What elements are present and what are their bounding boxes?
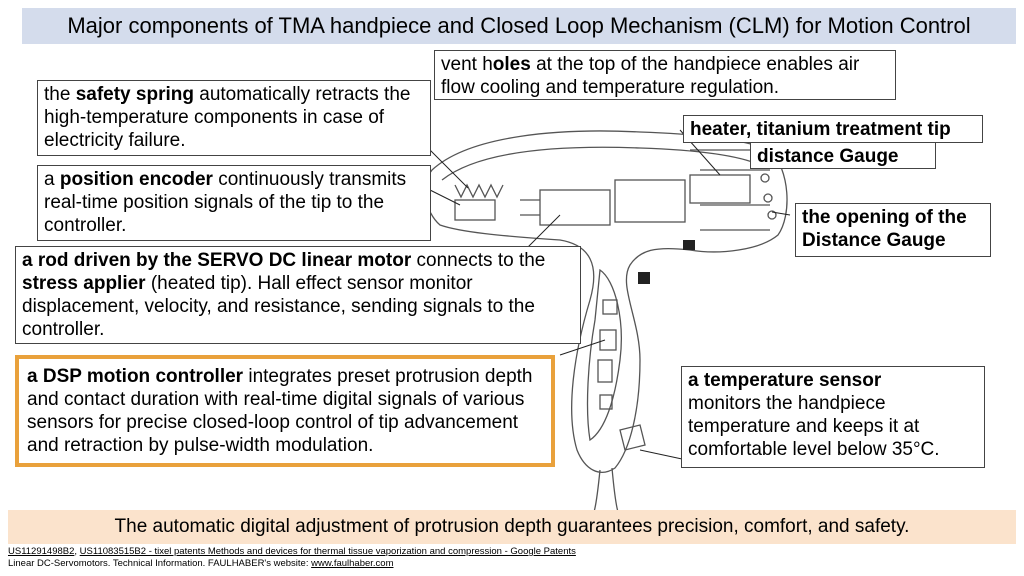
- encoder-text-bold: position encoder: [59, 169, 213, 190]
- safety-spring-callout: the safety spring automatically retracts…: [37, 80, 431, 156]
- patent-link-2[interactable]: US11083515B2 - tixel patents Methods and…: [79, 546, 576, 557]
- spring-text-bold: safety spring: [75, 84, 194, 105]
- vent-holes-callout: vent holes at the top of the handpiece e…: [434, 50, 896, 100]
- references-line-1: US11291498B2, US11083515B2 - tixel paten…: [8, 546, 576, 558]
- faulhaber-link[interactable]: www.faulhaber.com: [311, 558, 394, 569]
- temperature-sensor-callout: a temperature sensor monitors the handpi…: [681, 366, 985, 468]
- vent-text-a: vent h: [441, 54, 493, 75]
- references-line-2: Linear DC-Servomotors. Technical Informa…: [8, 558, 576, 570]
- patent-link-1[interactable]: US11291498B2: [8, 546, 75, 557]
- temp-text-bold: a temperature sensor: [688, 370, 882, 391]
- references: US11291498B2, US11083515B2 - tixel paten…: [8, 546, 576, 570]
- vent-text-b: at the top of the handpiece enables air …: [441, 54, 860, 98]
- rod-text-bold1: a rod driven by the SERVO DC linear moto…: [22, 250, 412, 271]
- summary-banner: The automatic digital adjustment of prot…: [8, 510, 1016, 544]
- ref-separator: ,: [74, 546, 80, 557]
- page-title: Major components of TMA handpiece and Cl…: [22, 8, 1016, 44]
- rod-text-rest: (heated tip). Hall effect sensor monitor…: [22, 273, 535, 340]
- dsp-text-bold: a DSP motion controller: [27, 366, 244, 387]
- rod-text-bold2: stress applier: [22, 273, 146, 294]
- distance-gauge-callout: distance Gauge: [750, 142, 936, 169]
- heater-text-bold: heater, titanium treatment tip: [690, 119, 951, 140]
- servo-rod-callout: a rod driven by the SERVO DC linear moto…: [15, 246, 581, 344]
- heater-callout: heater, titanium treatment tip: [683, 115, 983, 143]
- faulhaber-text: Linear DC-Servomotors. Technical Informa…: [8, 558, 312, 569]
- vent-text-bold: oles: [492, 54, 531, 75]
- gauge-text-bold: distance Gauge: [757, 146, 899, 167]
- encoder-text-b: continuously transmits real-time positio…: [44, 169, 407, 236]
- cable: [593, 467, 619, 513]
- position-encoder-callout: a position encoder continuously transmit…: [37, 165, 431, 241]
- gauge-opening-callout: the opening of the Distance Gauge: [795, 203, 991, 257]
- dsp-controller-callout: a DSP motion controller integrates prese…: [15, 355, 555, 467]
- spring-text-b: automatically retracts the high-temperat…: [44, 84, 411, 151]
- opening-text-bold: the opening of the Distance Gauge: [802, 207, 967, 251]
- spring-text-a: the: [44, 84, 76, 105]
- rod-text-mid: connects to the: [411, 250, 546, 271]
- safety-spring: [454, 183, 504, 199]
- encoder-text-a: a: [44, 169, 60, 190]
- dsp-text-rest: integrates preset protrusion depth and c…: [27, 366, 533, 456]
- temp-text-rest: monitors the handpiece temperature and k…: [688, 393, 940, 460]
